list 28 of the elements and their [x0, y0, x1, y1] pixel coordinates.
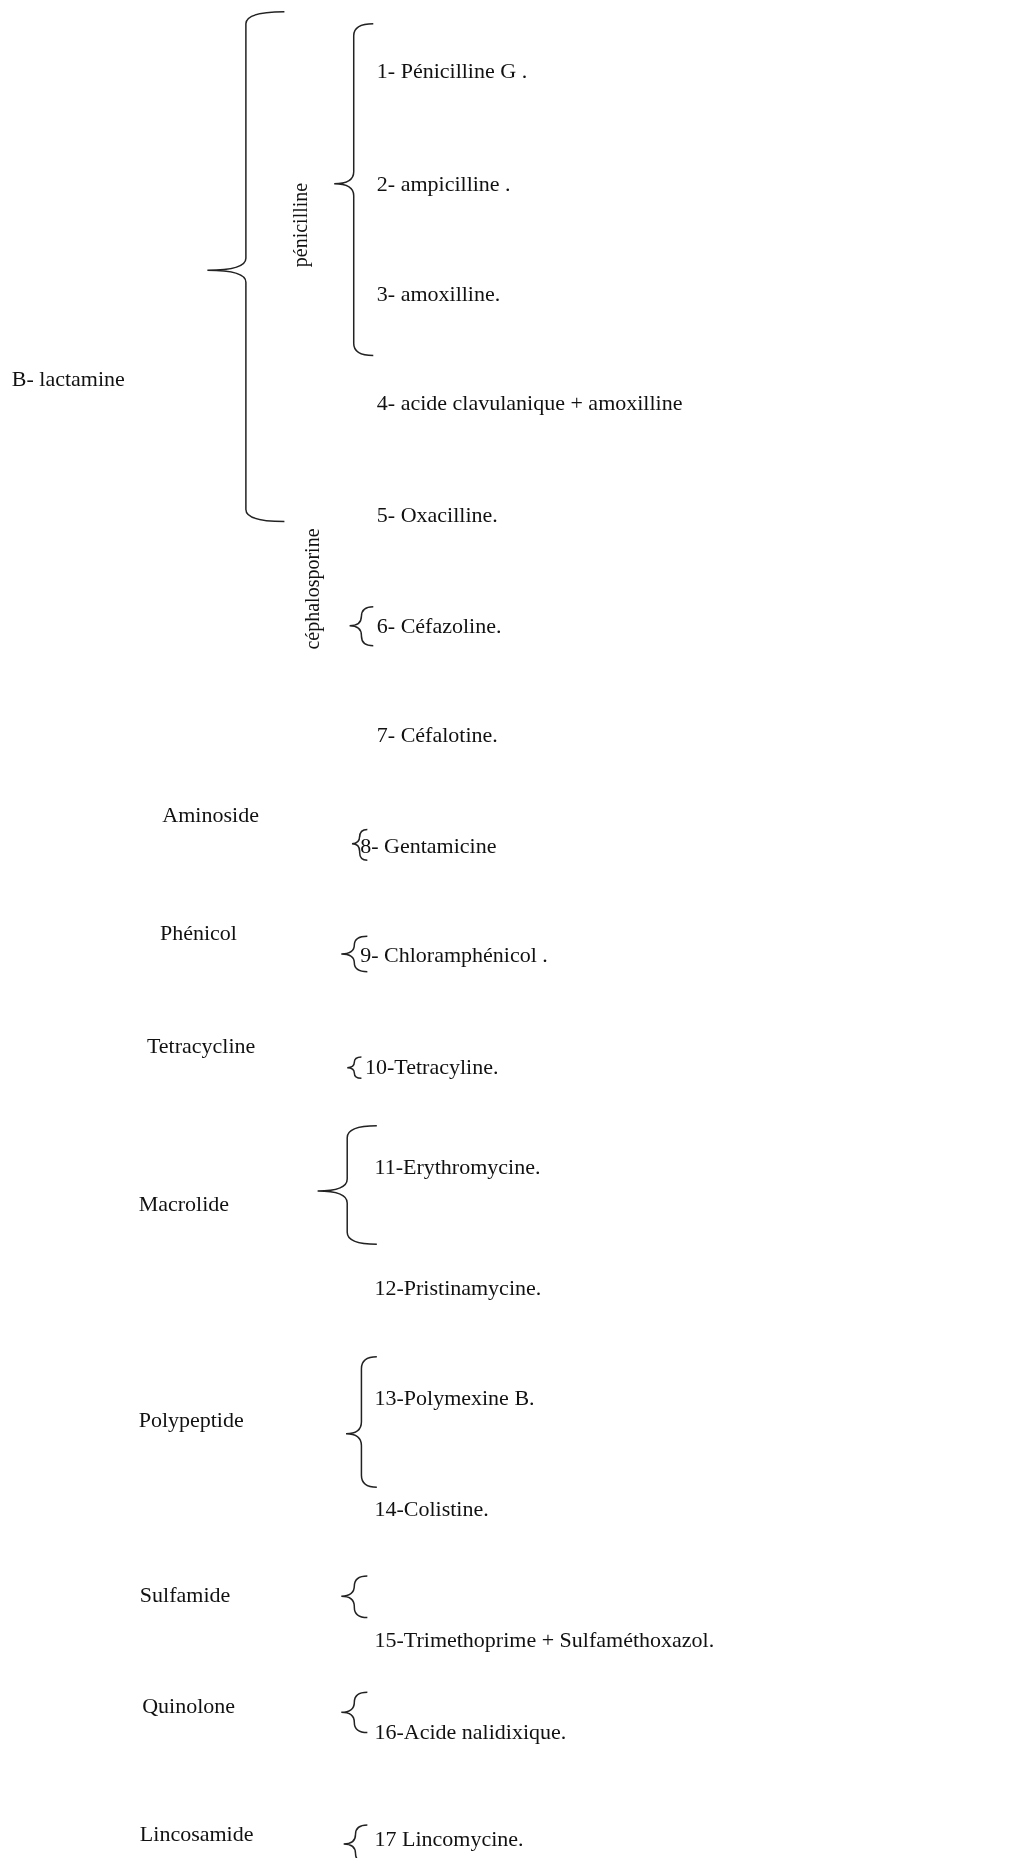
drug-item: 14-Colistine. [374, 1495, 489, 1522]
drug-item: 16-Acide nalidixique. [374, 1719, 567, 1746]
class-label: Quinolone [142, 1693, 236, 1720]
class-label: B- lactamine [11, 366, 125, 392]
class-label: Phénicol [159, 919, 237, 946]
subclass-label: céphalosporine [300, 528, 324, 650]
subclass-label: pénicilline [288, 182, 312, 268]
class-label: Sulfamide [139, 1582, 231, 1608]
drug-item: 3- amoxilline. [376, 281, 501, 307]
drug-item: 2- ampicilline . [376, 171, 511, 197]
class-label: Aminoside [162, 802, 259, 828]
drug-item: 9- Chloramphénicol . [360, 942, 548, 968]
class-label: Polypeptide [138, 1407, 244, 1433]
drug-item: 8- Gentamicine [360, 833, 497, 859]
drug-item: 11-Erythromycine. [374, 1154, 541, 1180]
class-label: Lincosamide [139, 1821, 254, 1848]
drug-item: 13-Polymexine B. [374, 1385, 535, 1411]
drug-item: 1- Pénicilline G . [376, 58, 528, 84]
drug-item: 5- Oxacilline. [376, 502, 498, 529]
drug-item: 12-Pristinamycine. [374, 1275, 542, 1301]
drug-item: 15-Trimethoprime + Sulfaméthoxazol. [374, 1627, 715, 1653]
drug-item: 4- acide clavulanique + amoxilline [376, 390, 683, 416]
drug-item: 6- Céfazoline. [376, 613, 502, 639]
drug-item: 7- Céfalotine. [376, 722, 498, 748]
class-label: Macrolide [138, 1191, 230, 1217]
class-label: Tetracycline [146, 1033, 256, 1059]
drug-item: 10-Tetracyline. [364, 1053, 499, 1080]
drug-item: 17 Lincomycine. [374, 1826, 524, 1852]
